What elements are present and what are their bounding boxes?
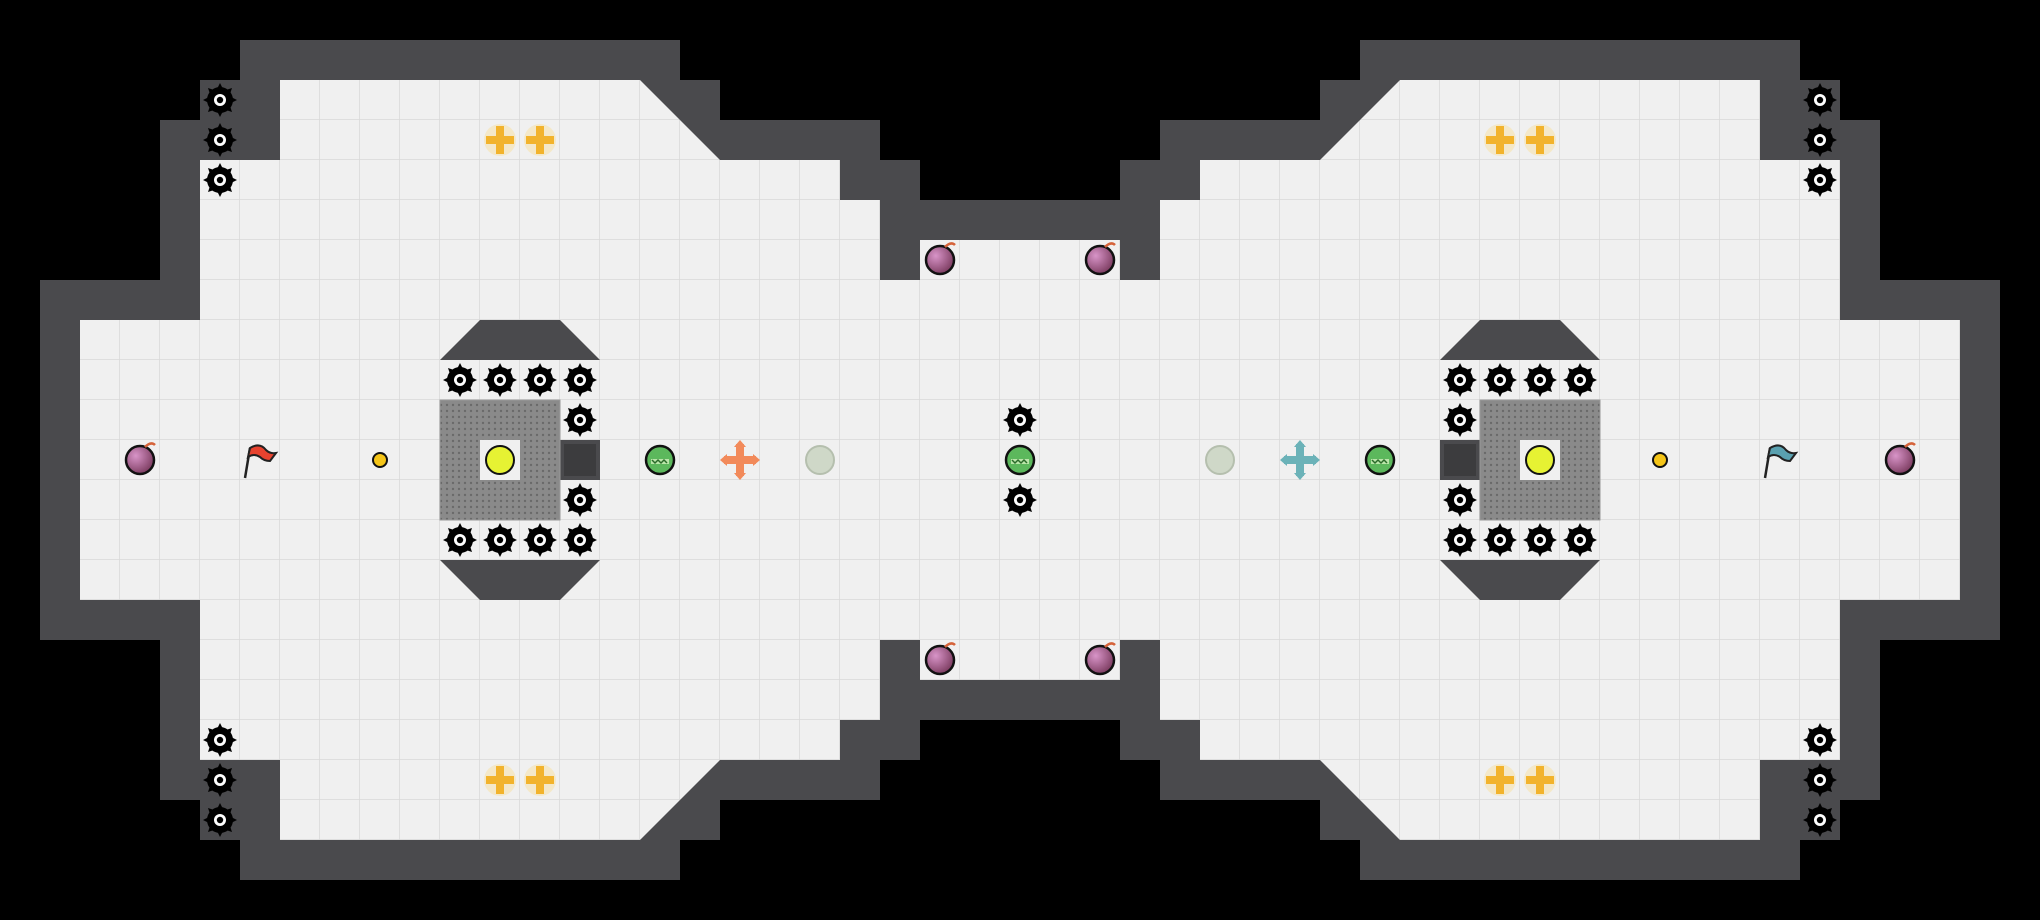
- spike-icon: [1523, 363, 1557, 397]
- spike-icon: [443, 523, 477, 557]
- spike-icon: [1443, 483, 1477, 517]
- flag-blue: [1763, 444, 1799, 479]
- spike-icon: [1563, 523, 1597, 557]
- button-icon: [485, 445, 515, 475]
- powerup-icon: [1364, 444, 1396, 476]
- spike-icon: [1483, 363, 1517, 397]
- spike-icon: [203, 163, 237, 197]
- spike-icon: [1523, 523, 1557, 557]
- boost-icon: [484, 124, 516, 156]
- spike-icon: [1483, 523, 1517, 557]
- spike-icon: [483, 363, 517, 397]
- flag-icon: [1766, 444, 1799, 463]
- spike-icon: [563, 363, 597, 397]
- spike-icon: [1803, 763, 1837, 797]
- spike-icon: [483, 523, 517, 557]
- boost-icon: [524, 124, 556, 156]
- flag-red: [243, 444, 279, 479]
- spike-icon: [1443, 403, 1477, 437]
- boost-icon: [524, 764, 556, 796]
- powerup-icon: [1004, 444, 1036, 476]
- spike-icon: [1443, 523, 1477, 557]
- spike-icon: [563, 523, 597, 557]
- button-icon: [1525, 445, 1555, 475]
- boost-icon: [1484, 124, 1516, 156]
- left-bunker-bottom: [440, 560, 600, 600]
- spike-icon: [1443, 363, 1477, 397]
- boost-icon: [1524, 124, 1556, 156]
- right-bunker-top: [1440, 320, 1600, 360]
- spike-icon: [563, 403, 597, 437]
- boost-icon: [1524, 764, 1556, 796]
- button-icon: [1652, 452, 1668, 468]
- spike-icon: [203, 763, 237, 797]
- spike-icon: [203, 803, 237, 837]
- spike-icon: [1003, 403, 1037, 437]
- spike-icon: [1803, 83, 1837, 117]
- left-bunker-top: [440, 320, 600, 360]
- flag-icon: [246, 444, 279, 463]
- spike-icon: [1803, 163, 1837, 197]
- spike-icon: [203, 723, 237, 757]
- boost-icon: [484, 764, 516, 796]
- boost-icon: [1484, 764, 1516, 796]
- spike-icon: [1803, 803, 1837, 837]
- portal-icon: [805, 445, 835, 475]
- spike-icon: [203, 83, 237, 117]
- spike-icon: [1563, 363, 1597, 397]
- portal-icon: [1205, 445, 1235, 475]
- button-icon: [372, 452, 388, 468]
- spike-icon: [1803, 123, 1837, 157]
- spike-icon: [523, 363, 557, 397]
- right-bunker-bottom: [1440, 560, 1600, 600]
- spike-icon: [523, 523, 557, 557]
- spike-icon: [1803, 723, 1837, 757]
- spike-icon: [1003, 483, 1037, 517]
- powerup-icon: [644, 444, 676, 476]
- spike-icon: [203, 123, 237, 157]
- portals: [805, 445, 1235, 475]
- buttons: [372, 445, 1668, 475]
- spike-icon: [443, 363, 477, 397]
- spike-icon: [563, 483, 597, 517]
